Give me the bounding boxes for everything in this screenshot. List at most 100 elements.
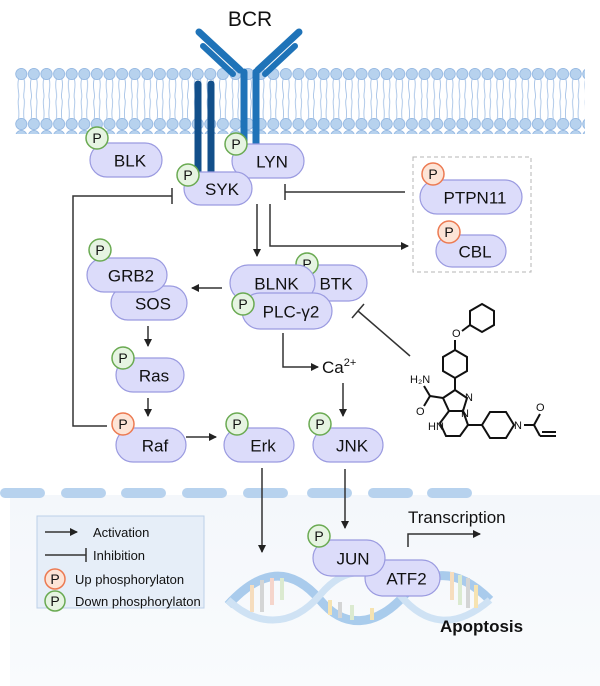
legend-inhibition-label: Inhibition xyxy=(93,548,145,563)
protein-jun: JUN P xyxy=(307,524,386,577)
transcription-label: Transcription xyxy=(408,508,506,527)
inhibit-raf-syk xyxy=(72,195,172,427)
legend: Activation Inhibition P Up phosphorylato… xyxy=(36,515,205,612)
protein-plcg2-label: PLC-γ2 xyxy=(263,303,320,322)
protein-ras-label: Ras xyxy=(139,367,169,386)
svg-text:N: N xyxy=(514,420,522,432)
protein-cbl-shape xyxy=(435,234,507,268)
protein-ptpn11: PTPN11 P xyxy=(419,162,523,215)
negative-regulators-box xyxy=(412,156,532,273)
protein-syk-label: SYK xyxy=(205,180,240,199)
phospho-badge-label: P xyxy=(95,242,104,258)
legend-up-phospho-icon xyxy=(44,568,66,590)
protein-atf2-shape xyxy=(364,559,441,597)
protein-blnk: BLNK xyxy=(229,264,316,302)
protein-jnk-label: JNK xyxy=(336,437,369,456)
protein-blk-label: BLK xyxy=(114,152,147,171)
svg-text:O: O xyxy=(536,402,545,414)
down-phospho-badge-icon xyxy=(231,292,255,316)
protein-erk-shape xyxy=(223,427,295,463)
protein-jun-shape xyxy=(312,539,386,577)
phospho-badge-label: P xyxy=(231,136,240,152)
svg-text:P: P xyxy=(50,571,59,587)
phospho-badge-label: P xyxy=(238,296,247,312)
piperidine-ring xyxy=(480,411,516,439)
protein-syk-shape xyxy=(183,171,253,206)
protein-ras: Ras P xyxy=(111,346,185,393)
legend-down-label: Down phosphorylaton xyxy=(75,594,201,609)
down-phospho-badge-icon xyxy=(225,412,249,436)
protein-cbl: CBL P xyxy=(435,220,507,268)
protein-btk-label: BTK xyxy=(319,275,353,294)
inhibit-drug-btk xyxy=(357,310,411,357)
arrow-syk-cbl xyxy=(269,204,409,250)
down-phospho-badge-icon xyxy=(88,238,112,262)
legend-down-phospho-icon xyxy=(44,590,66,612)
phospho-badge-label: P xyxy=(92,130,101,146)
bcr-label: BCR xyxy=(228,8,272,31)
svg-text:O: O xyxy=(452,328,461,340)
protein-lyn-label: LYN xyxy=(256,153,288,172)
phospho-badge-label: P xyxy=(314,528,323,544)
protein-btk: BTK P xyxy=(295,252,368,302)
legend-activation-label: Activation xyxy=(93,525,149,540)
protein-jnk: JNK P xyxy=(308,412,384,463)
down-phospho-badge-icon xyxy=(85,126,109,150)
protein-blk-shape xyxy=(89,142,163,178)
protein-lyn: LYN P xyxy=(224,132,305,179)
protein-sos-label: SOS xyxy=(135,295,171,314)
phospho-badge-label: P xyxy=(302,256,311,272)
svg-text:P: P xyxy=(50,593,59,609)
protein-sos: SOS xyxy=(110,285,188,321)
up-phospho-badge-icon xyxy=(421,162,445,186)
pyrazole-ring xyxy=(441,388,469,412)
phenyl-ring-middle xyxy=(442,348,468,380)
protein-blnk-label: BLNK xyxy=(254,275,299,294)
phospho-badge-label: P xyxy=(183,167,192,183)
protein-cbl-label: CBL xyxy=(458,243,491,262)
arrow-plc-calcium xyxy=(282,333,319,371)
down-phospho-badge-icon xyxy=(308,412,332,436)
svg-text:N: N xyxy=(465,392,473,404)
protein-atf2: ATF2 xyxy=(364,559,441,597)
down-phospho-badge-icon xyxy=(224,132,248,156)
phospho-badge-label: P xyxy=(118,416,127,432)
down-phospho-badge-icon xyxy=(307,524,331,548)
protein-grb2-shape xyxy=(86,257,168,293)
bcr-receptor xyxy=(194,28,303,179)
protein-blk: BLK P xyxy=(85,126,163,178)
protein-raf-label: Raf xyxy=(142,437,169,456)
down-phospho-badge-icon xyxy=(176,163,200,187)
phospho-badge-label: P xyxy=(444,224,453,240)
protein-plcg2: PLC-γ2 P xyxy=(231,292,333,330)
protein-jnk-shape xyxy=(312,427,384,463)
protein-atf2-label: ATF2 xyxy=(386,570,426,589)
protein-ptpn11-label: PTPN11 xyxy=(444,189,507,208)
phospho-badge-label: P xyxy=(315,416,324,432)
phospho-badge-label: P xyxy=(428,166,437,182)
transcription-arrow xyxy=(407,530,481,547)
down-phospho-badge-icon xyxy=(111,346,135,370)
protein-ptpn11-shape xyxy=(419,179,523,215)
protein-raf: Raf P xyxy=(111,412,187,463)
apoptosis-label: Apoptosis xyxy=(440,617,523,636)
svg-text:HN: HN xyxy=(428,421,444,433)
cell-membrane xyxy=(15,68,585,134)
protein-lyn-shape xyxy=(231,143,305,179)
pathway-edges xyxy=(72,184,481,553)
phospho-badge-label: P xyxy=(232,416,241,432)
phospho-badge-label: P xyxy=(118,350,127,366)
legend-up-label: Up phosphorylaton xyxy=(75,572,184,587)
protein-raf-shape xyxy=(115,427,187,463)
protein-grb2-label: GRB2 xyxy=(108,267,154,286)
phenyl-ring-top xyxy=(469,302,495,334)
protein-ras-shape xyxy=(115,357,185,393)
svg-text:O: O xyxy=(416,406,425,418)
calcium-label: Ca2+ xyxy=(322,357,356,377)
up-phospho-badge-icon xyxy=(111,412,135,436)
up-phospho-badge-icon xyxy=(437,220,461,244)
protein-jun-label: JUN xyxy=(336,550,369,569)
